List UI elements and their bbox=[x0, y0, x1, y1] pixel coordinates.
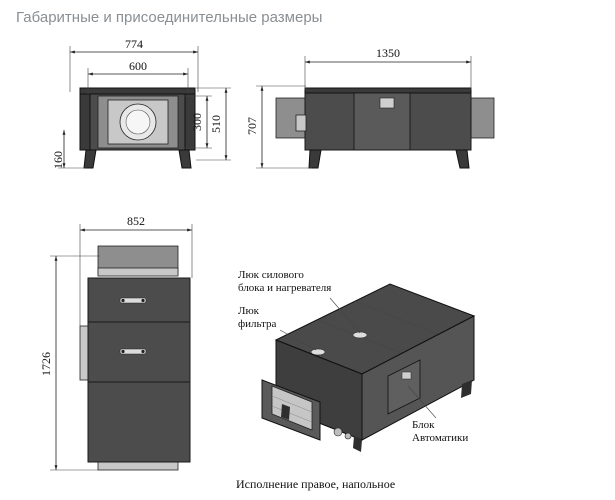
handle-screw-icon bbox=[141, 349, 145, 354]
front-view: 774 600 300 510 160 bbox=[51, 37, 231, 169]
dim-label-600: 600 bbox=[129, 59, 147, 73]
label-filter-hatch-line2: фильтра bbox=[238, 318, 277, 330]
iso-duct-inner bbox=[271, 385, 313, 431]
leader-power-hatch bbox=[329, 297, 361, 334]
power-hatch-handle-icon bbox=[352, 331, 368, 339]
fitting-icon bbox=[333, 427, 343, 437]
label-power-hatch-line1: Люк силового bbox=[238, 269, 304, 281]
iso-control-display-icon bbox=[401, 371, 412, 380]
vertical-view-top-flange bbox=[97, 267, 179, 277]
side-view-top-strip bbox=[304, 87, 472, 94]
filter-hatch-handle-icon bbox=[310, 348, 326, 356]
dim-label-300: 300 bbox=[190, 113, 204, 131]
side-view: 1350 707 bbox=[245, 46, 495, 169]
handle-screw-icon bbox=[121, 349, 125, 354]
dim-label-510: 510 bbox=[209, 115, 223, 133]
iso-leg bbox=[353, 436, 362, 452]
dim-label-774: 774 bbox=[125, 37, 143, 51]
vertical-view-segment-bottom bbox=[87, 381, 191, 463]
label-filter-hatch-line1: Люк bbox=[238, 305, 260, 317]
label-control-block-line1: Блок bbox=[412, 419, 435, 431]
label-power-hatch-line2: блока и нагревателя bbox=[238, 282, 331, 294]
front-view-left-panel bbox=[79, 93, 91, 151]
side-view-left-leg bbox=[308, 149, 322, 169]
handle-icon bbox=[119, 297, 147, 304]
dim-label-707: 707 bbox=[245, 117, 259, 135]
iso-duct-slat bbox=[271, 405, 313, 423]
control-display-icon bbox=[379, 97, 395, 109]
label-control-block-line2: Автоматики bbox=[412, 432, 468, 444]
front-view-left-leg bbox=[83, 149, 97, 169]
iso-panel-divider bbox=[354, 300, 441, 336]
front-view-top-strip bbox=[79, 87, 196, 95]
handle-screw-icon bbox=[141, 298, 145, 303]
fitting-icon bbox=[344, 432, 352, 440]
side-view-right-leg bbox=[455, 149, 470, 169]
handle-screw-icon bbox=[121, 298, 125, 303]
iso-control-box bbox=[387, 359, 421, 415]
page-title: Габаритные и присоединительные размеры bbox=[16, 9, 322, 26]
dim-label-1726: 1726 bbox=[39, 352, 53, 376]
front-view-right-panel bbox=[184, 93, 196, 151]
vertical-view-bottom-flange bbox=[97, 461, 179, 471]
iso-view: Люк силового блока и нагревателя Люк фил… bbox=[236, 269, 476, 491]
iso-leg bbox=[281, 404, 290, 420]
iso-duct-slat bbox=[271, 395, 313, 413]
fan-hub-icon bbox=[125, 109, 151, 135]
iso-leg bbox=[461, 380, 472, 398]
caption-version: Исполнение правое, напольное bbox=[236, 477, 395, 491]
side-view-right-duct bbox=[469, 97, 495, 139]
leader-control-block bbox=[407, 385, 437, 419]
side-view-fitting bbox=[295, 114, 307, 132]
vertical-view: 852 1726 bbox=[39, 214, 193, 471]
handle-icon bbox=[119, 348, 147, 355]
dim-label-852: 852 bbox=[127, 214, 145, 228]
front-view-right-leg bbox=[178, 149, 192, 169]
leader-filter-hatch bbox=[279, 329, 317, 351]
dim-label-160: 160 bbox=[51, 151, 65, 169]
dim-label-1350: 1350 bbox=[376, 46, 400, 60]
